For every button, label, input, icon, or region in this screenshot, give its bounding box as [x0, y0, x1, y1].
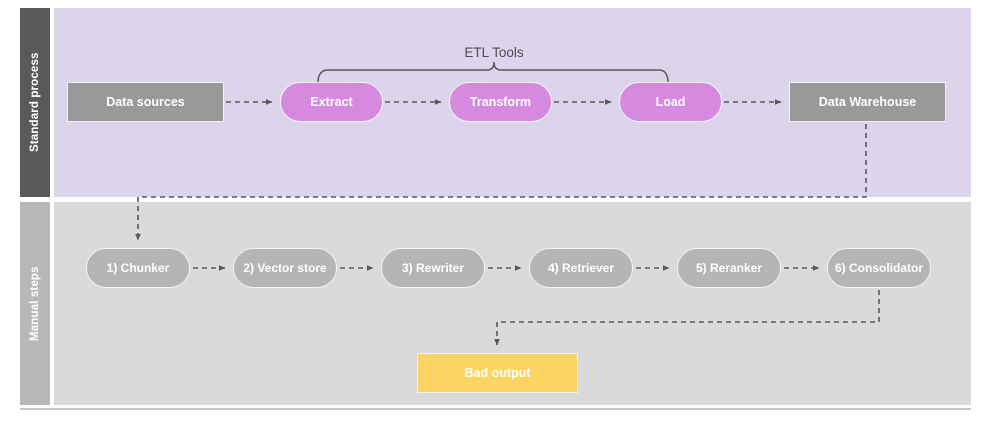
node-reranker[interactable]: 5) Reranker — [677, 248, 781, 288]
node-data-sources[interactable]: Data sources — [67, 82, 224, 122]
node-consolidator[interactable]: 6) Consolidator — [827, 248, 931, 288]
node-transform[interactable]: Transform — [449, 82, 552, 122]
lane-label-standard-process: Standard process — [20, 8, 50, 197]
etl-tools-label: ETL Tools — [464, 45, 524, 60]
node-chunker[interactable]: 1) Chunker — [86, 248, 190, 288]
lane-label-manual-steps: Manual steps — [20, 202, 50, 405]
node-retriever[interactable]: 4) Retriever — [529, 248, 633, 288]
node-extract[interactable]: Extract — [280, 82, 383, 122]
node-load[interactable]: Load — [619, 82, 722, 122]
bottom-divider — [20, 408, 971, 410]
node-data-warehouse[interactable]: Data Warehouse — [789, 82, 946, 122]
node-rewriter[interactable]: 3) Rewriter — [381, 248, 485, 288]
node-bad-output[interactable]: Bad output — [417, 353, 578, 393]
node-vector-store[interactable]: 2) Vector store — [233, 248, 337, 288]
